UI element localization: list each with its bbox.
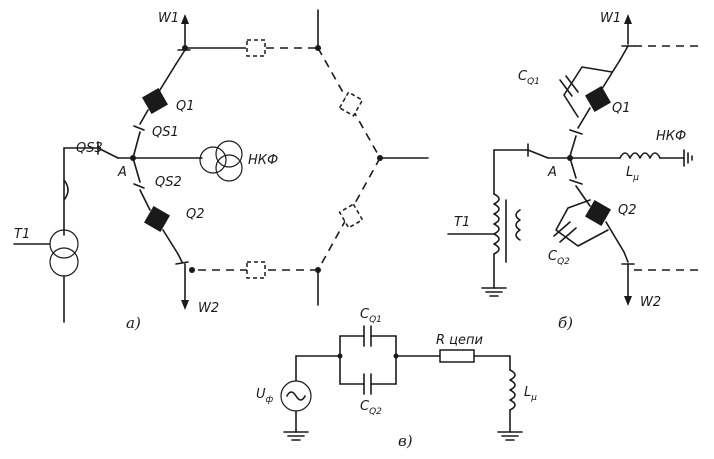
diagram-a: W1 Q1 QS1 QS3 A QS2 НКФ Q2 T1 W2 a) <box>13 9 429 332</box>
label-w2-a: W2 <box>198 301 219 316</box>
transformer-nkf-a <box>199 146 227 174</box>
label-cq1-b: CQ1 <box>518 69 540 87</box>
label-cq1-c: CQ1 <box>360 307 382 325</box>
label-node-a: A <box>117 165 127 180</box>
label-q1-a: Q1 <box>176 99 195 114</box>
label-w2-b: W2 <box>640 295 661 310</box>
breaker-q1-a <box>142 88 168 114</box>
resistor-r <box>439 349 475 363</box>
label-lmu-b: Lμ <box>626 165 639 183</box>
caption-c: в) <box>398 432 413 450</box>
breaker-q2-b <box>585 200 611 226</box>
label-t1-b: T1 <box>454 215 470 230</box>
breaker-q1-b <box>585 86 611 112</box>
label-nkf-a: НКФ <box>248 153 278 168</box>
label-cq2-c: CQ2 <box>360 399 382 417</box>
label-node-a-b: A <box>547 165 557 180</box>
caption-b: б) <box>558 314 573 332</box>
breaker-q2-a <box>144 206 170 232</box>
label-w1-a: W1 <box>158 11 179 26</box>
caption-a: a) <box>126 314 141 332</box>
label-q1-b: Q1 <box>612 101 631 116</box>
label-q2-b: Q2 <box>618 203 637 218</box>
label-uf-c: Uф <box>256 387 274 405</box>
label-q2-a: Q2 <box>186 207 205 222</box>
label-qs1: QS1 <box>152 125 179 140</box>
breaker-top-ring <box>246 39 266 57</box>
label-nkf-b: НКФ <box>656 129 686 144</box>
diagram-c: CQ1 CQ2 R цепи Uф Lμ в) <box>256 307 537 450</box>
label-qs3: QS3 <box>76 141 103 156</box>
label-cq2-b: CQ2 <box>548 249 570 267</box>
label-r-c: R цепи <box>436 333 483 348</box>
diagram-b: W1 CQ1 Q1 НКФ Lμ A Q2 T1 CQ2 W2 б) <box>447 11 700 332</box>
label-t1-a: T1 <box>14 227 30 242</box>
label-w1-b: W1 <box>600 11 621 26</box>
label-qs2: QS2 <box>155 175 182 190</box>
label-lmu-c: Lμ <box>524 385 537 403</box>
breaker-bottom-ring <box>246 261 266 279</box>
